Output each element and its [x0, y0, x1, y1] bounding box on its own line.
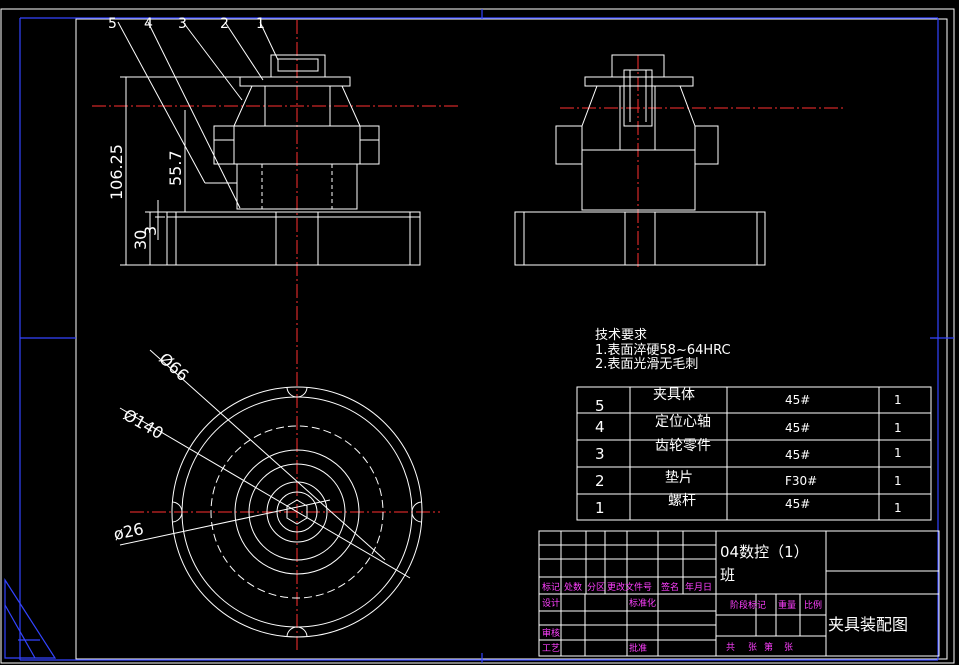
parts-row-material: 45# — [785, 448, 810, 462]
tb-label-weight: 重量 — [778, 599, 796, 611]
dim-dia140: Ø140 — [120, 405, 167, 443]
tb-label-page-of: 张 — [784, 642, 793, 653]
class-name-line2: 班 — [720, 566, 735, 584]
dim-dia66: Ø66 — [155, 349, 192, 385]
outer-border — [0, 8, 955, 664]
parts-row-material: F30# — [785, 474, 817, 488]
parts-row-material: 45# — [785, 497, 810, 511]
parts-row-qty: 1 — [894, 474, 902, 488]
tb-label-sheet-of: 张 — [748, 642, 757, 653]
parts-row-name: 螺杆 — [668, 493, 696, 509]
parts-row-no: 4 — [595, 418, 605, 436]
top-view — [119, 349, 440, 638]
parts-row-material: 45# — [785, 421, 810, 435]
part-label-4: 4 — [144, 16, 153, 32]
tb-label-mark: 标记 — [542, 581, 560, 593]
part-label-5: 5 — [108, 16, 117, 32]
parts-row-no: 5 — [595, 397, 605, 415]
front-view — [92, 20, 460, 650]
tb-label-scale: 比例 — [804, 599, 822, 611]
parts-row-qty: 1 — [894, 393, 902, 407]
tb-label-sign: 签名 — [661, 581, 679, 593]
tb-label-process: 工艺 — [542, 643, 560, 654]
parts-row-no: 1 — [595, 499, 605, 517]
tb-label-standardize: 标准化 — [629, 597, 656, 609]
parts-row-qty: 1 — [894, 501, 902, 515]
zone-marks — [4, 9, 954, 663]
parts-row-no: 2 — [595, 472, 605, 490]
parts-row-no: 3 — [595, 445, 605, 463]
parts-row-name: 定位心轴 — [655, 414, 711, 430]
tb-label-approve: 批准 — [629, 642, 647, 654]
dim-55: 55.7 — [166, 150, 185, 186]
tech-req-line2: 2.表面光滑无毛刺 — [595, 357, 698, 372]
parts-row-material: 45# — [785, 393, 810, 407]
dim-106: 106.25 — [107, 144, 126, 200]
parts-list-rows: 5 夹具体 45# 1 4 定位心轴 45# 1 3 齿轮零件 45# 1 2 … — [595, 387, 902, 517]
inner-border — [75, 18, 948, 660]
tech-req-title: 技术要求 — [595, 328, 647, 343]
tech-req-line1: 1.表面淬硬58~64HRC — [595, 343, 731, 358]
part-label-1: 1 — [256, 16, 265, 32]
tb-label-page: 第 — [764, 641, 773, 653]
class-name-line1: 04数控（1） — [720, 543, 809, 561]
title-block — [538, 530, 940, 657]
tb-label-review: 审核 — [542, 627, 560, 639]
parts-row-name: 夹具体 — [653, 387, 695, 403]
tb-label-design: 设计 — [542, 597, 560, 609]
drawing-title: 夹具装配图 — [828, 615, 908, 634]
parts-list-table — [576, 386, 932, 521]
tb-label-sheets: 共 — [726, 642, 735, 653]
part-label-3: 3 — [178, 16, 187, 32]
parts-row-name: 垫片 — [665, 470, 693, 486]
section-view — [514, 54, 845, 268]
parts-row-qty: 1 — [894, 421, 902, 435]
dim-30: 30 — [131, 230, 150, 250]
parts-row-qty: 1 — [894, 446, 902, 460]
tb-label-count: 处数 — [564, 581, 582, 593]
parts-row-name: 齿轮零件 — [655, 438, 711, 454]
tb-label-zone: 分区 — [587, 582, 605, 593]
tb-label-date: 年月日 — [685, 581, 712, 593]
dim-3: 3 — [141, 226, 160, 236]
tb-label-stage: 阶段标记 — [730, 599, 766, 611]
tb-label-change-doc: 更改文件号 — [607, 581, 652, 593]
part-label-2: 2 — [220, 16, 229, 32]
